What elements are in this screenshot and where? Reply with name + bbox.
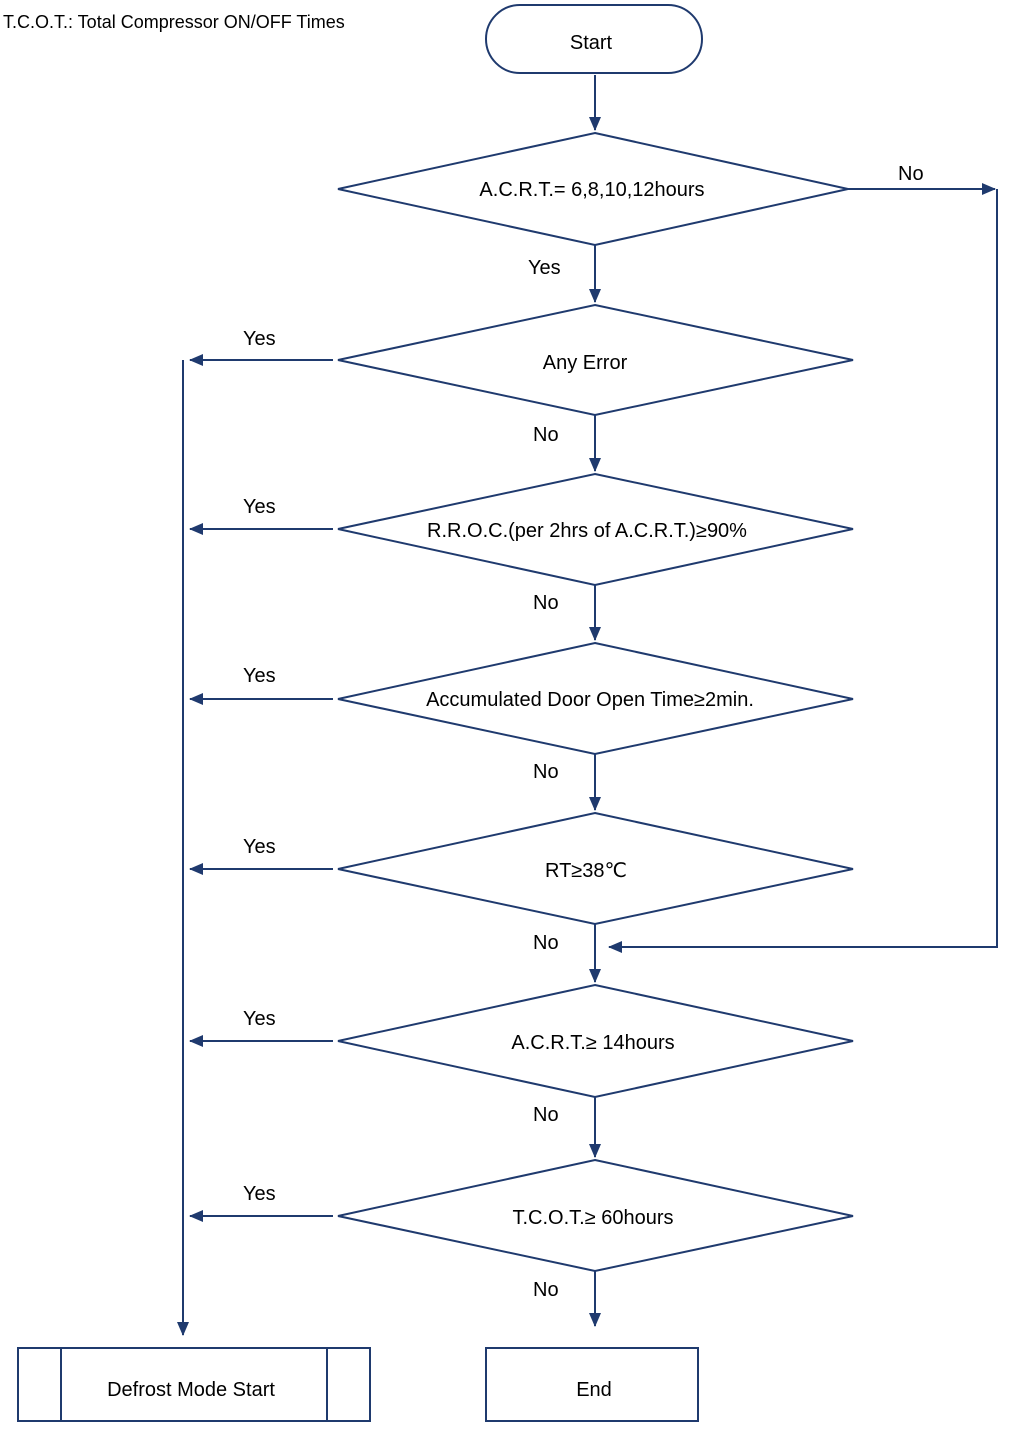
edge-label-d7-no: No <box>533 1279 559 1301</box>
edge-label-d2-no: No <box>533 424 559 446</box>
abbreviation-note: T.C.O.T.: Total Compressor ON/OFF Times <box>3 12 345 32</box>
edge-label-d1-yes: Yes <box>528 257 561 279</box>
decision-tcot-label: T.C.O.T.≥ 60hours <box>512 1207 673 1229</box>
decision-acrt-14-label: A.C.R.T.≥ 14hours <box>511 1032 674 1054</box>
edge-label-d5-yes: Yes <box>243 836 276 858</box>
start-terminator <box>485 4 703 74</box>
decision-any-error-label: Any Error <box>543 352 628 374</box>
edge-label-d6-no: No <box>533 1104 559 1126</box>
edge-label-d3-yes: Yes <box>243 496 276 518</box>
edge-label-d5-no: No <box>533 932 559 954</box>
edge-label-d6-yes: Yes <box>243 1008 276 1030</box>
start-label: Start <box>570 32 613 54</box>
decision-acrt-interval-label: A.C.R.T.= 6,8,10,12hours <box>479 179 704 201</box>
connector-right-loop <box>608 189 998 953</box>
end-label: End <box>576 1379 612 1401</box>
edge-label-d4-yes: Yes <box>243 665 276 687</box>
edge-label-d7-yes: Yes <box>243 1183 276 1205</box>
edge-label-d4-no: No <box>533 761 559 783</box>
decision-door-open-label: Accumulated Door Open Time≥2min. <box>426 689 754 711</box>
edge-label-d3-no: No <box>533 592 559 614</box>
defrost-mode-process <box>17 1347 371 1422</box>
decision-rroc-label: R.R.O.C.(per 2hrs of A.C.R.T.)≥90% <box>427 520 747 542</box>
defrost-mode-label: Defrost Mode Start <box>107 1379 275 1401</box>
end-box <box>485 1347 699 1422</box>
edge-label-d1-no: No <box>898 163 924 185</box>
edge-label-d2-yes: Yes <box>243 328 276 350</box>
decision-room-temp-label: RT≥38℃ <box>545 860 627 882</box>
